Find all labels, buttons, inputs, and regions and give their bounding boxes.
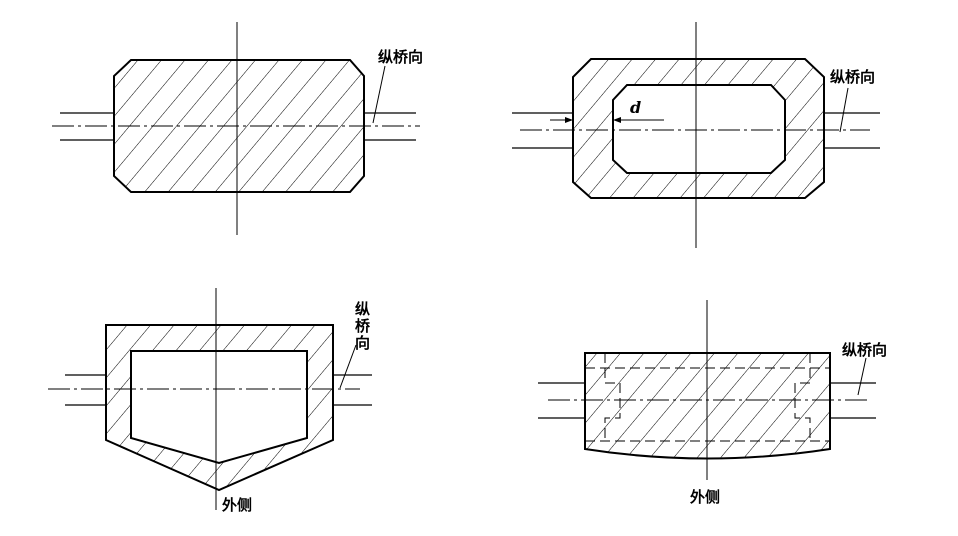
section-solid-chamfered: 纵桥向 xyxy=(52,22,423,235)
label-longitudinal-3a: 纵 xyxy=(355,300,370,318)
label-outer-side-2: 外侧 xyxy=(689,488,720,506)
label-longitudinal-2: 纵桥向 xyxy=(830,68,875,86)
label-longitudinal-4: 纵桥向 xyxy=(842,341,887,359)
label-longitudinal-3b: 桥 xyxy=(355,317,371,335)
label-longitudinal-1: 纵桥向 xyxy=(378,48,423,66)
section-solid-curved: 纵桥向 外侧 xyxy=(538,300,887,506)
label-outer-side-1: 外侧 xyxy=(221,496,252,514)
pointed-section-void xyxy=(130,350,308,465)
section-hollow-rectangular: d 纵桥向 xyxy=(512,22,880,248)
label-longitudinal-3c: 向 xyxy=(355,334,370,352)
thickness-label: d xyxy=(630,98,641,117)
section-hollow-pointed: 纵 桥 向 外侧 xyxy=(48,288,372,514)
